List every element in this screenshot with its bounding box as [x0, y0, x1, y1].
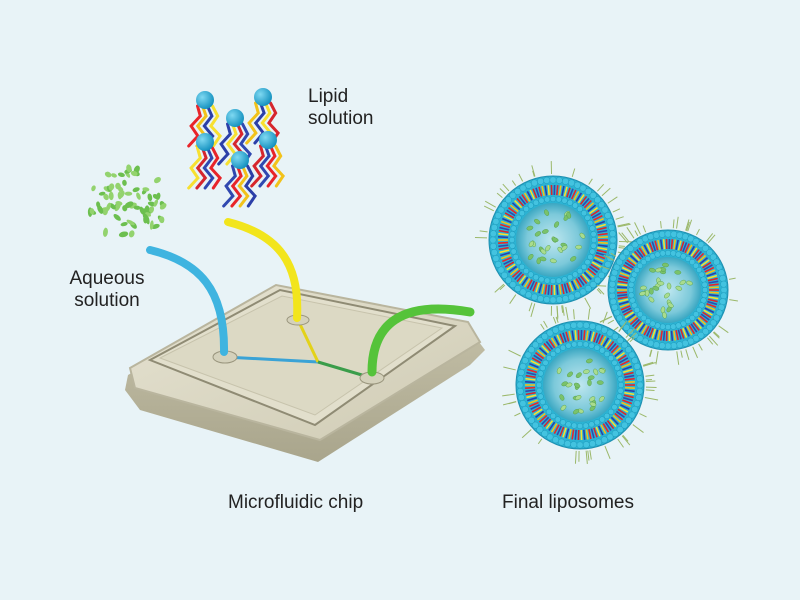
liposome-icon: [502, 306, 659, 464]
aqueous-solution-label: Aqueous solution: [69, 268, 145, 311]
lipid-tube: [224, 218, 302, 322]
liposome-icon: [596, 216, 738, 365]
liposome-icon: [474, 161, 633, 320]
lipid-solution-label: Lipid solution: [308, 86, 374, 129]
lipid-molecule-cluster-icon: [187, 88, 286, 208]
microfluidic-chip-label: Microfluidic chip: [228, 492, 364, 513]
aqueous-particle-cluster-icon: [87, 164, 167, 238]
final-liposomes-label: Final liposomes: [502, 492, 634, 513]
aqueous-tube: [146, 246, 229, 356]
aqueous-microchannel: [224, 355, 319, 364]
liposome-group: [474, 161, 738, 464]
output-tube: [367, 304, 475, 377]
lipid-microchannel: [296, 319, 320, 363]
